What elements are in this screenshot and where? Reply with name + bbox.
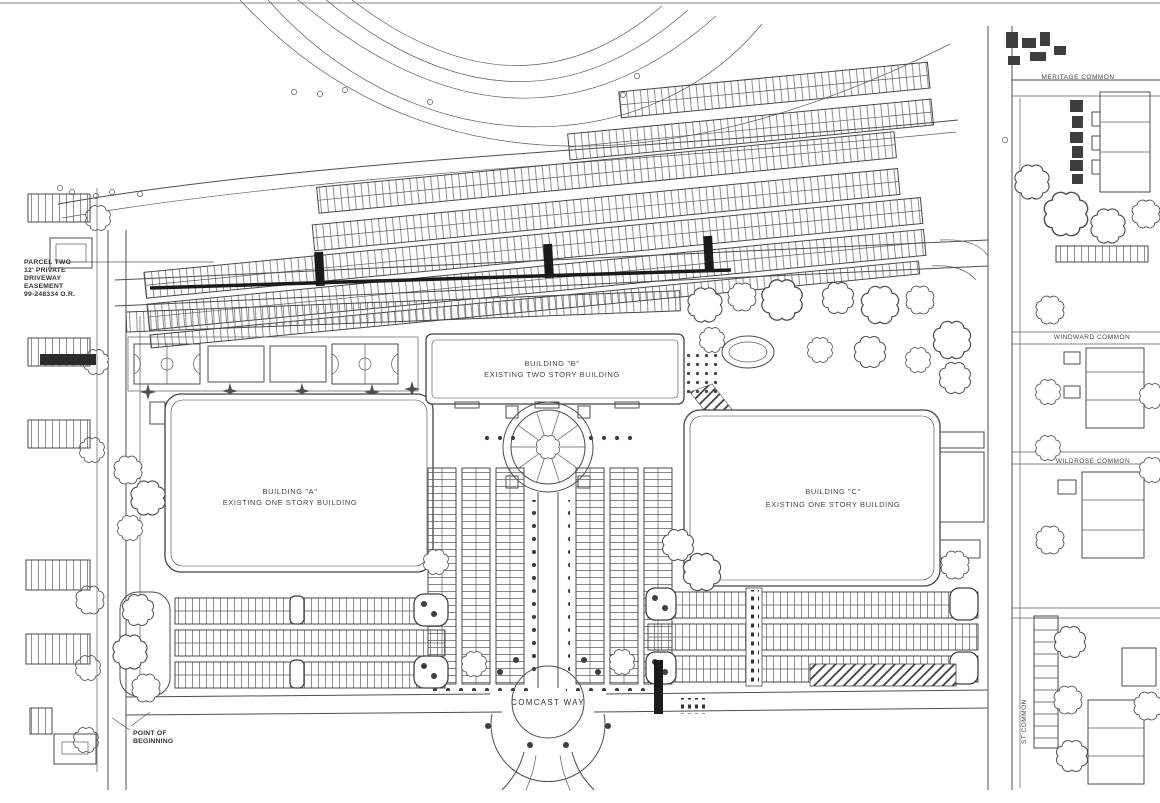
building-b-label: BUILDING "B" (524, 359, 579, 368)
recreation-courts (127, 336, 420, 400)
star-tree (140, 384, 156, 400)
crosswalk-bars (314, 235, 714, 287)
commons-building (1099, 91, 1151, 193)
building-c-service (939, 451, 985, 523)
parking-row (29, 707, 53, 735)
commons-buildings-dark (1006, 32, 1083, 184)
central-parking-field (427, 467, 673, 688)
commons-porch (1063, 385, 1081, 399)
svg-text:EASEMENT: EASEMENT (24, 283, 64, 290)
comcast-way-label: COMCAST WAY (511, 698, 585, 707)
parking-island (413, 593, 449, 627)
comcast-way-road: COMCAST WAY (125, 657, 989, 791)
building-c-label: BUILDING "C" (805, 487, 860, 496)
windward-common-label: WINDWARD COMMON (1054, 334, 1131, 341)
building-a-sublabel: EXISTING ONE STORY BUILDING (223, 498, 358, 507)
pedestrian-walk (537, 492, 559, 688)
parcel-building (49, 237, 93, 269)
parking-island (645, 587, 677, 621)
building-b-canopy (614, 401, 640, 409)
commons-porch (1057, 479, 1077, 495)
roundabout (490, 665, 606, 791)
building-a-label: BUILDING "A" (262, 487, 317, 496)
basketball-court (133, 343, 201, 385)
commons-building (1121, 647, 1157, 687)
plaza-spokes (511, 411, 585, 483)
commons-porch (1091, 135, 1101, 151)
west-parcels (25, 188, 98, 772)
building-b-canopy (454, 401, 480, 409)
commons-building (1081, 471, 1145, 559)
wildrose-common: WILDROSE COMMON (1035, 435, 1160, 559)
st-common-label: ST COMMON (1021, 699, 1028, 744)
parking-island (289, 595, 305, 625)
commons-porch (1063, 351, 1081, 365)
parking-row (27, 419, 91, 449)
commons-building (1087, 699, 1145, 785)
parking-island (413, 655, 449, 689)
meritage-common-label: MERITAGE COMMON (1041, 74, 1114, 81)
parking-island (949, 587, 979, 621)
building-a: BUILDING "A" EXISTING ONE STORY BUILDING (149, 393, 434, 573)
parcel-note: PARCEL TWO 12' PRIVATE DRIVEWAY EASEMENT… (24, 259, 214, 298)
shrub-dots (57, 73, 1008, 199)
parking-row (27, 193, 91, 223)
parking-row (25, 559, 91, 591)
parking-island (289, 659, 305, 689)
crosswalk-bar (654, 660, 663, 714)
building-c: BUILDING "C" EXISTING ONE STORY BUILDING (683, 409, 985, 587)
sport-court (207, 345, 265, 383)
parking-ladder (1055, 245, 1149, 263)
building-c-service (939, 431, 985, 449)
parking-row (25, 633, 91, 665)
svg-text:BEGINNING: BEGINNING (133, 738, 173, 745)
building-b-sublabel: EXISTING TWO STORY BUILDING (484, 370, 620, 379)
building-b: BUILDING "B" EXISTING TWO STORY BUILDING (425, 333, 685, 409)
south-commons: ST COMMON (1021, 615, 1160, 785)
garden-oval (721, 335, 775, 369)
sport-court (269, 345, 327, 383)
building-a-dock (149, 401, 166, 425)
svg-text:POINT OF: POINT OF (133, 730, 167, 737)
plaza-pad (505, 405, 519, 419)
crosswalk-bar (703, 235, 714, 271)
svg-text:PARCEL TWO: PARCEL TWO (24, 259, 71, 266)
wildrose-common-label: WILDROSE COMMON (1056, 458, 1130, 465)
windward-common: WINDWARD COMMON (1035, 245, 1160, 429)
commons-porch (1091, 111, 1101, 127)
plaza-tree (536, 435, 560, 459)
commons-porch (1091, 159, 1101, 175)
sign-bar (40, 354, 96, 365)
north-parking-lot (143, 61, 935, 349)
meritage-common: MERITAGE COMMON (1006, 32, 1160, 244)
southeast-parking-field (645, 587, 979, 687)
east-parking-ladder (1033, 615, 1059, 749)
crosswalk-bar (543, 243, 554, 279)
building-c-sublabel: EXISTING ONE STORY BUILDING (766, 500, 901, 509)
svg-text:12' PRIVATE: 12' PRIVATE (24, 267, 66, 274)
basketball-court (331, 343, 399, 385)
east-street (987, 26, 1160, 790)
southwest-parking-field (119, 591, 449, 697)
svg-text:99-248334 O.R.: 99-248334 O.R. (24, 291, 75, 298)
crosswalk-bar (314, 251, 325, 287)
parcel-building (53, 733, 97, 765)
plaza-pad (577, 405, 591, 419)
commons-building (1085, 347, 1145, 429)
crosswalk-hatch (678, 698, 708, 714)
point-of-beginning-note: POINT OF BEGINNING (111, 711, 173, 745)
svg-text:DRIVEWAY: DRIVEWAY (24, 275, 61, 282)
planting-rows (430, 430, 662, 691)
